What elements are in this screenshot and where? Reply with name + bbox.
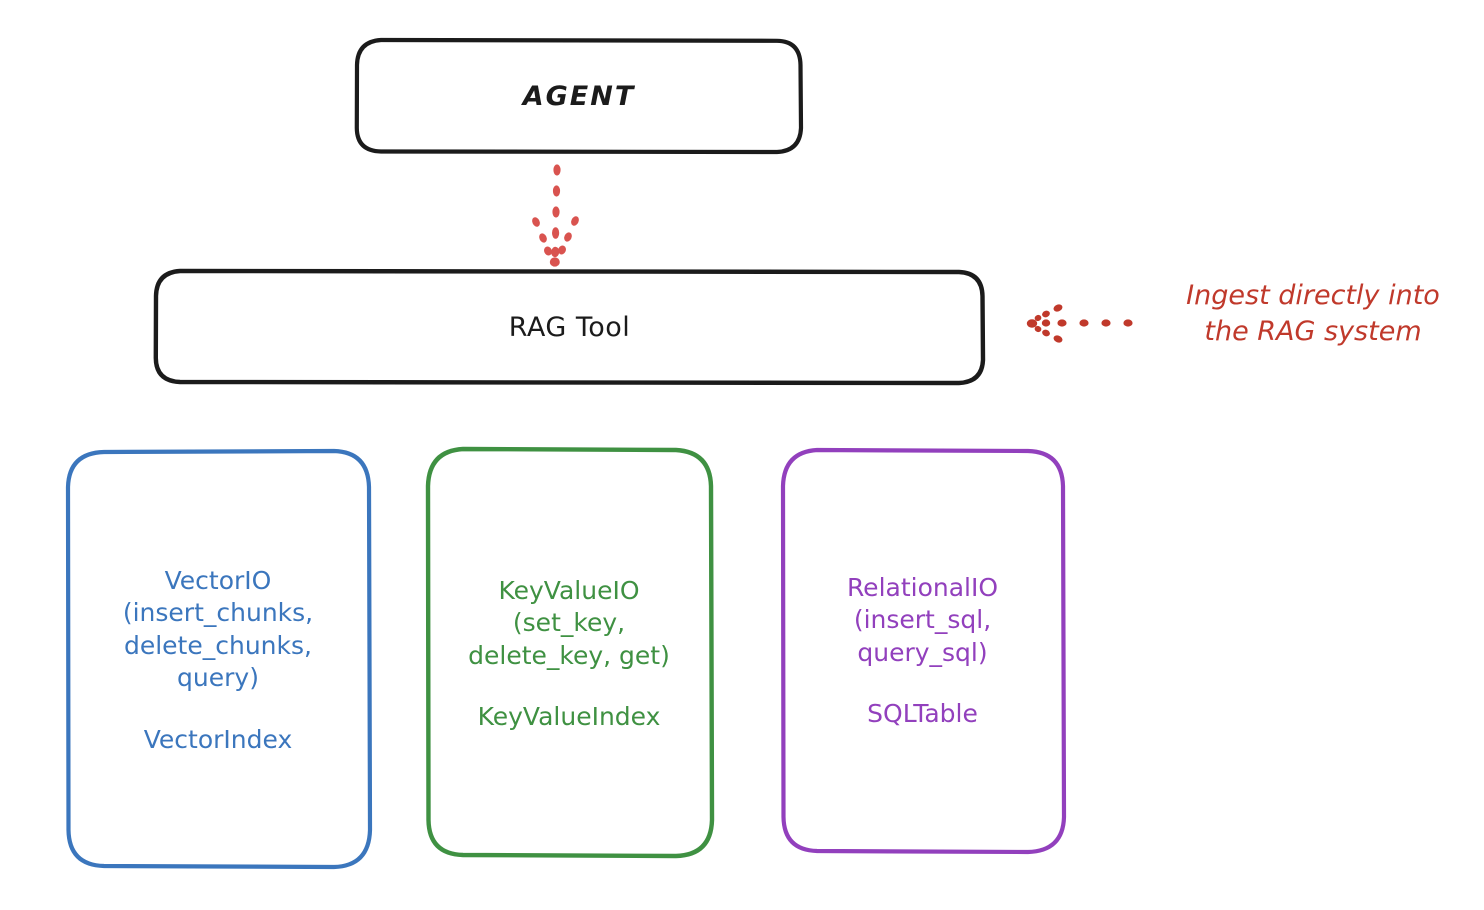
relationalio-node-sublabel: SQLTable [867,699,978,729]
keyvalueio-node[interactable]: KeyValueIO (set_key, delete_key, get) Ke… [426,448,712,858]
agent-node-label: AGENT [522,80,636,112]
rag-tool-node[interactable]: RAG Tool [155,270,984,384]
agent-node[interactable]: AGENT [356,38,802,154]
vectorio-node-label: VectorIO (insert_chunks, delete_chunks, … [122,565,314,693]
keyvalueio-node-label: KeyValueIO (set_key, delete_key, get) [468,575,670,670]
ingest-to-rag-arrow [1026,304,1133,343]
ingest-annotation-text: Ingest directly into the RAG system [1186,280,1440,347]
keyvalueio-node-sublabel: KeyValueIndex [477,702,661,732]
vectorio-node-sublabel: VectorIndex [143,724,293,754]
vectorio-node[interactable]: VectorIO (insert_chunks, delete_chunks, … [66,450,370,868]
agent-to-rag-arrow [532,164,579,267]
relationalio-node[interactable]: RelationalIO (insert_sql, query_sql) SQL… [781,448,1064,852]
relationalio-node-label: RelationalIO (insert_sql, query_sql) [846,572,999,667]
rag-tool-node-label: RAG Tool [508,311,631,343]
